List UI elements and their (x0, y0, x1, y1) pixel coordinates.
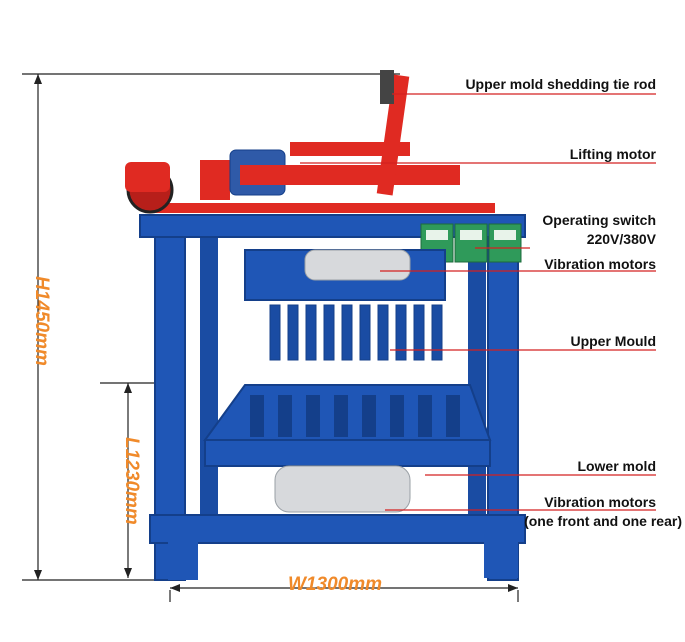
leader-lines (300, 93, 656, 511)
label-upper-mould: Upper Mould (570, 333, 656, 349)
label-vibration-motors-top: Vibration motors (544, 256, 656, 272)
label-lower-mold: Lower mold (577, 458, 656, 474)
dimension-lines (22, 73, 519, 602)
dimension-height: H1450mm (31, 276, 52, 366)
label-operating-switch: Operating switch (542, 212, 656, 228)
label-vibration-motors-note: (one front and one rear) (524, 513, 682, 529)
label-operating-voltage: 220V/380V (586, 231, 656, 247)
dimension-arrows (34, 74, 518, 592)
label-lifting-motor: Lifting motor (569, 146, 656, 162)
dimension-width: W1300mm (288, 574, 382, 595)
label-vibration-motors-bottom: Vibration motors (544, 494, 656, 510)
label-upper-tie-rod: Upper mold shedding tie rod (465, 76, 656, 92)
dimension-length: L1230mm (121, 437, 142, 525)
machine-frame (125, 70, 526, 581)
